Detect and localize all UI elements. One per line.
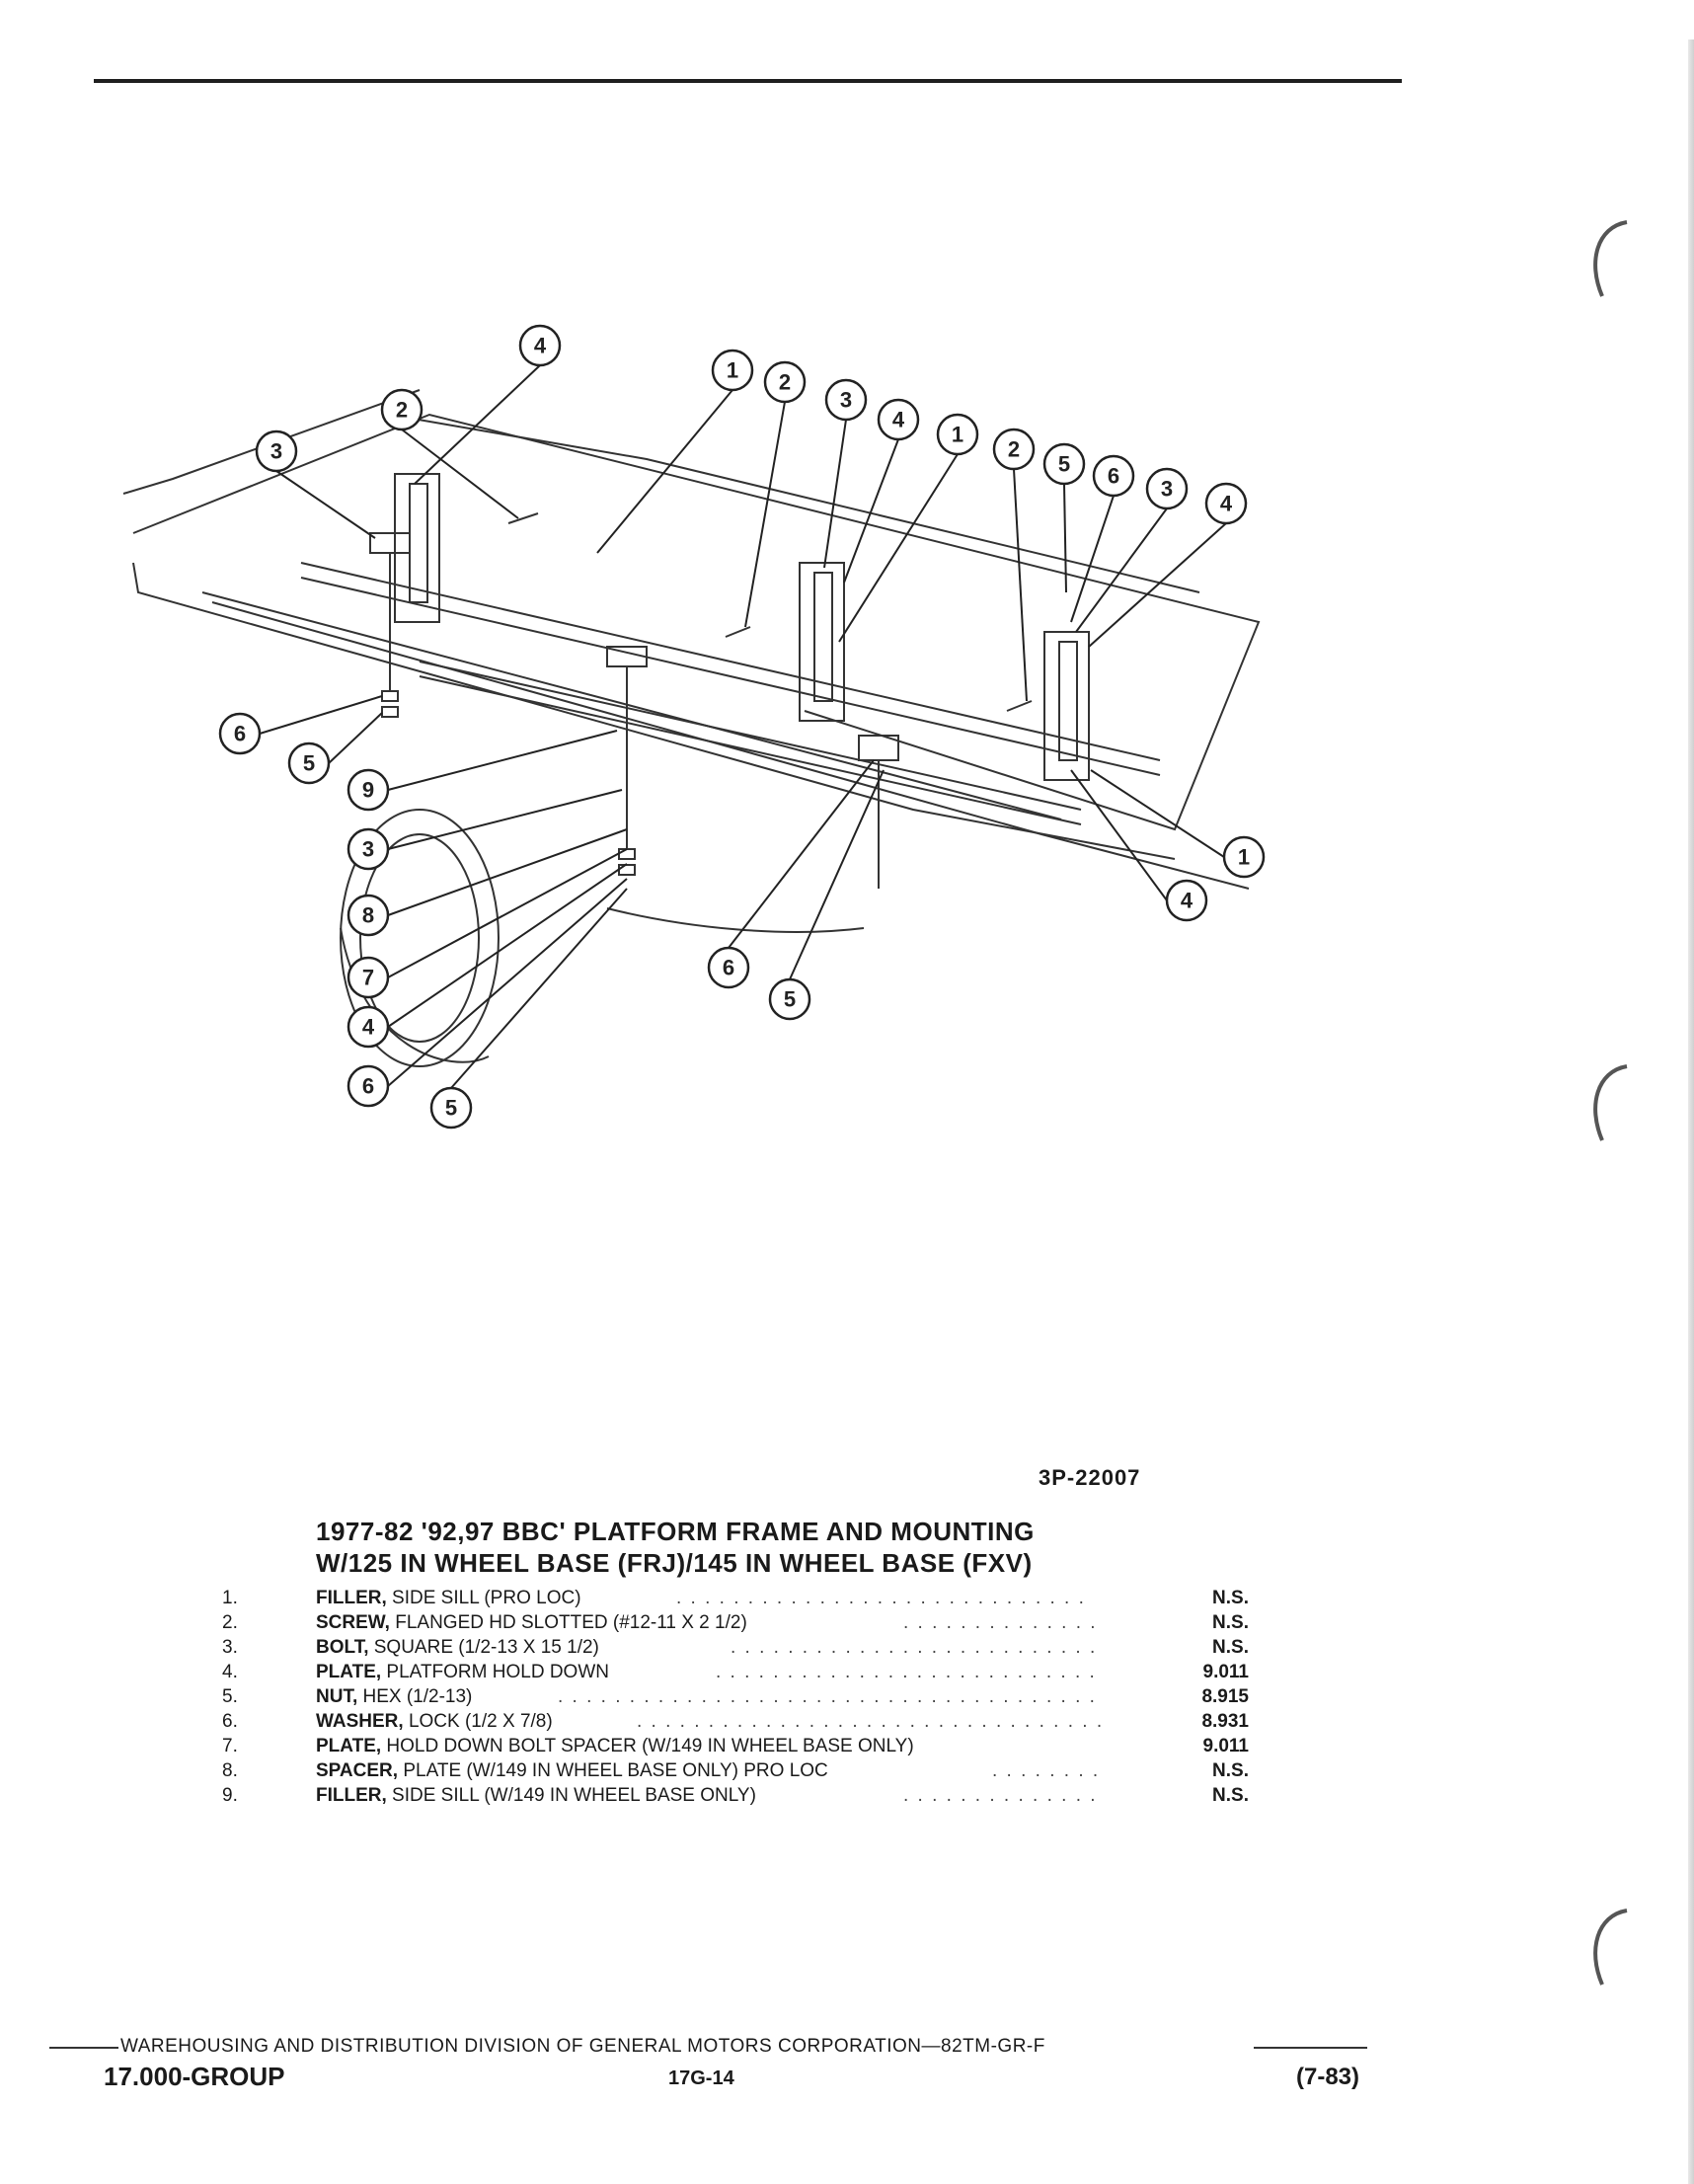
item-reference: N.S. xyxy=(1212,1760,1249,1781)
callout-1: 1 xyxy=(1238,845,1250,870)
platform-frame-diagram: 4 2 3 1 2 3 4 1 2 5 6 3 4 6 5 9 3 8 7 4 … xyxy=(122,324,1266,1130)
item-reference: 9.011 xyxy=(1202,1736,1250,1756)
callout-2: 2 xyxy=(1008,437,1020,462)
callout-4: 4 xyxy=(1220,492,1233,516)
figure-id: 3P-22007 xyxy=(1039,1465,1141,1490)
list-item: 9. FILLER, SIDE SILL (W/149 IN WHEEL BAS… xyxy=(222,1785,1249,1810)
item-number: 8. xyxy=(222,1760,238,1781)
item-name: BOLT, SQUARE (1/2-13 X 15 1/2) xyxy=(316,1637,599,1658)
callout-6: 6 xyxy=(234,722,246,746)
list-item: 1. FILLER, SIDE SILL (PRO LOC) . . . . .… xyxy=(222,1588,1249,1612)
list-item: 6. WASHER, LOCK (1/2 X 7/8) . . . . . . … xyxy=(222,1711,1249,1736)
item-name: WASHER, LOCK (1/2 X 7/8) xyxy=(316,1711,553,1732)
item-number: 1. xyxy=(222,1588,238,1608)
callout-4: 4 xyxy=(892,408,905,432)
callout-7: 7 xyxy=(362,966,374,990)
footer-rule-left xyxy=(49,2047,118,2049)
item-number: 7. xyxy=(222,1736,238,1756)
binder-edge xyxy=(1688,39,1694,2184)
item-name: PLATE, HOLD DOWN BOLT SPACER (W/149 IN W… xyxy=(316,1736,914,1756)
callout-2: 2 xyxy=(396,398,408,423)
callout-9: 9 xyxy=(362,778,374,803)
item-reference: N.S. xyxy=(1212,1637,1249,1658)
leader-dots: . . . . . . . . . . . . . . . . . . . . … xyxy=(558,1686,1101,1707)
leader-dots: . . . . . . . . . . . . . . . . . . . . … xyxy=(637,1711,1101,1732)
leader-dots: . . . . . . . . . . . . . . . . . . . . … xyxy=(731,1637,1101,1658)
leader-dots: . . . . . . . . . . . . . . . . xyxy=(903,1785,1101,1806)
callout-1: 1 xyxy=(727,358,738,383)
item-name: SCREW, FLANGED HD SLOTTED (#12-11 X 2 1/… xyxy=(316,1612,747,1633)
leader-dots: . . . . . . . . . . . . . . . . xyxy=(903,1612,1101,1633)
callout-4: 4 xyxy=(1181,889,1194,913)
callout-6: 6 xyxy=(1108,464,1119,489)
binder-hole-middle xyxy=(1593,1064,1628,1141)
page-number: 17G-14 xyxy=(668,2067,734,2089)
callout-3: 3 xyxy=(362,837,374,862)
callout-2: 2 xyxy=(779,370,791,395)
item-reference: 8.915 xyxy=(1201,1686,1249,1707)
list-item: 7. PLATE, HOLD DOWN BOLT SPACER (W/149 I… xyxy=(222,1736,1249,1760)
leader-dots: . . . . . . . . . xyxy=(992,1760,1101,1781)
item-number: 5. xyxy=(222,1686,238,1707)
item-number: 9. xyxy=(222,1785,238,1806)
list-item: 4. PLATE, PLATFORM HOLD DOWN . . . . . .… xyxy=(222,1662,1249,1686)
callout-5: 5 xyxy=(445,1096,457,1121)
item-reference: N.S. xyxy=(1212,1612,1249,1633)
callout-6: 6 xyxy=(362,1074,374,1099)
binder-hole-bottom xyxy=(1593,1909,1628,1986)
section-title-line-2: W/125 IN WHEEL BASE (FRJ)/145 IN WHEEL B… xyxy=(316,1548,1033,1578)
list-item: 3. BOLT, SQUARE (1/2-13 X 15 1/2) . . . … xyxy=(222,1637,1249,1662)
callout-4: 4 xyxy=(362,1015,375,1040)
item-reference: N.S. xyxy=(1212,1588,1249,1608)
parts-list: 1. FILLER, SIDE SILL (PRO LOC) . . . . .… xyxy=(222,1588,1249,1810)
frame-rails xyxy=(300,562,1161,825)
item-name: PLATE, PLATFORM HOLD DOWN xyxy=(316,1662,609,1682)
item-reference: N.S. xyxy=(1212,1785,1249,1806)
group-code: 17.000-GROUP xyxy=(104,2062,285,2091)
leader-dots: . . . . . . . . . . . . . . . . . . . . … xyxy=(676,1588,1091,1608)
revision-date: (7-83) xyxy=(1296,2064,1360,2090)
list-item: 8. SPACER, PLATE (W/149 IN WHEEL BASE ON… xyxy=(222,1760,1249,1785)
footer-text: WAREHOUSING AND DISTRIBUTION DIVISION OF… xyxy=(120,2036,1045,2057)
top-rule xyxy=(94,79,1402,83)
item-number: 4. xyxy=(222,1662,238,1682)
item-number: 3. xyxy=(222,1637,238,1658)
item-name: FILLER, SIDE SILL (PRO LOC) xyxy=(316,1588,581,1608)
section-title-line-1: 1977-82 '92,97 BBC' PLATFORM FRAME AND M… xyxy=(316,1517,1035,1546)
callout-3: 3 xyxy=(840,388,852,413)
leader-lines xyxy=(259,364,1227,1089)
callout-3: 3 xyxy=(1161,477,1173,502)
hold-down-plates xyxy=(369,473,1090,781)
item-name: FILLER, SIDE SILL (W/149 IN WHEEL BASE O… xyxy=(316,1785,756,1806)
callout-labels: 4 2 3 1 2 3 4 1 2 5 6 3 4 6 5 9 3 8 7 4 … xyxy=(218,324,1266,1130)
callout-5: 5 xyxy=(1058,452,1070,477)
binder-hole-top xyxy=(1593,220,1628,297)
leader-dots: . . . . . . . . . . . . . . . . . . . . … xyxy=(716,1662,1101,1682)
item-name: SPACER, PLATE (W/149 IN WHEEL BASE ONLY)… xyxy=(316,1760,828,1781)
callout-8: 8 xyxy=(362,903,374,928)
callout-3: 3 xyxy=(270,439,282,464)
callout-1: 1 xyxy=(952,423,963,447)
platform-outline xyxy=(122,389,1261,933)
footer-rule-right xyxy=(1254,2047,1367,2049)
item-number: 6. xyxy=(222,1711,238,1732)
list-item: 5. NUT, HEX (1/2-13) . . . . . . . . . .… xyxy=(222,1686,1249,1711)
bolts xyxy=(381,512,1033,889)
callout-6: 6 xyxy=(723,956,734,980)
callout-4: 4 xyxy=(534,334,547,358)
item-reference: 8.931 xyxy=(1201,1711,1249,1732)
callout-5: 5 xyxy=(303,751,315,776)
list-item: 2. SCREW, FLANGED HD SLOTTED (#12-11 X 2… xyxy=(222,1612,1249,1637)
item-reference: 9.011 xyxy=(1202,1662,1250,1682)
item-name: NUT, HEX (1/2-13) xyxy=(316,1686,473,1707)
callout-5: 5 xyxy=(784,987,796,1012)
item-number: 2. xyxy=(222,1612,238,1633)
